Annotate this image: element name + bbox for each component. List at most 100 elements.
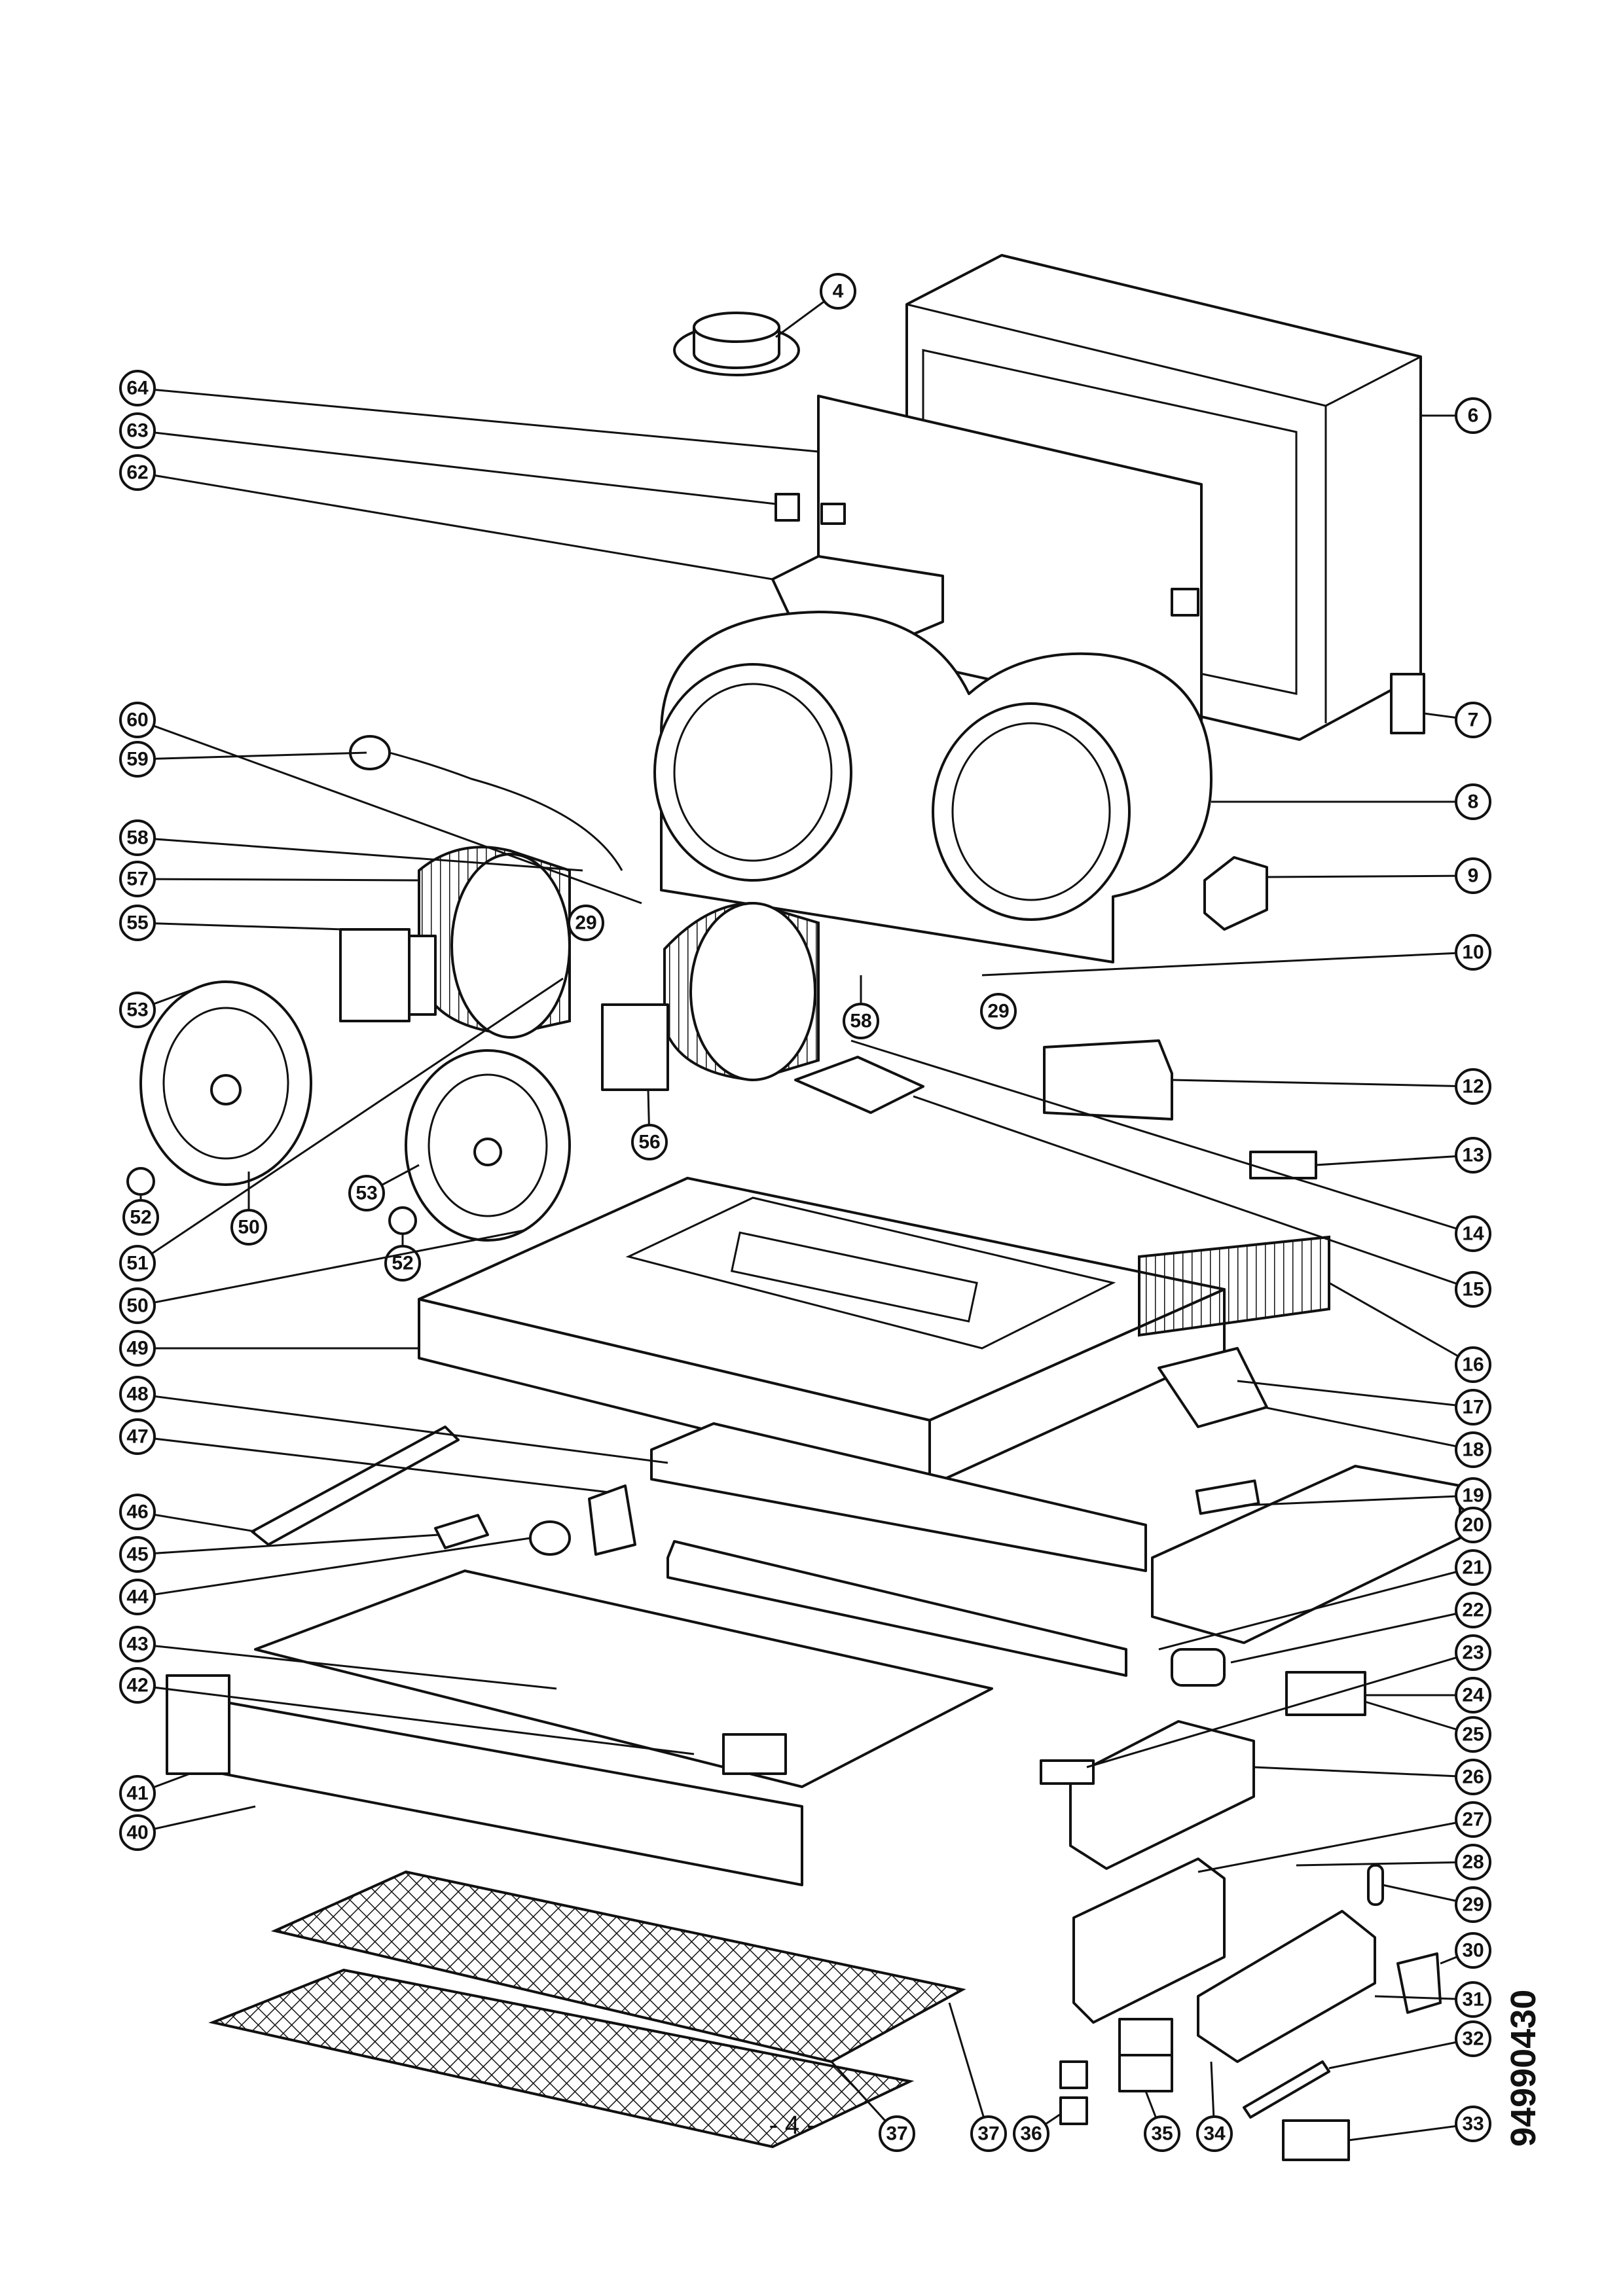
callout-label: 36 bbox=[1020, 2123, 1042, 2145]
callout-circle bbox=[119, 1494, 156, 1530]
part-plug bbox=[1285, 1671, 1366, 1716]
callout-leader-line bbox=[1197, 1818, 1474, 1873]
callout-label: 6 bbox=[1468, 405, 1479, 427]
callout-59: 59 bbox=[119, 741, 367, 778]
part-left-fan-assembly bbox=[339, 846, 571, 1039]
callout-label: 9 bbox=[1468, 865, 1479, 887]
callout-circle bbox=[119, 454, 156, 491]
callout-label: 18 bbox=[1462, 1439, 1484, 1461]
callout-leader-line bbox=[913, 1095, 1474, 1291]
callout-circle bbox=[119, 702, 156, 738]
callout-44: 44 bbox=[119, 1537, 531, 1615]
callout-48: 48 bbox=[119, 1376, 668, 1464]
callout-label: 37 bbox=[886, 2123, 907, 2145]
callout-circle bbox=[1455, 1389, 1491, 1426]
part-control-bracket bbox=[1069, 1720, 1255, 1870]
callout-leader-line bbox=[1263, 1406, 1474, 1451]
callout-leader-line bbox=[137, 878, 420, 882]
callout-circle bbox=[1455, 1137, 1491, 1174]
callout-label: 44 bbox=[126, 1587, 149, 1608]
callout-label: 45 bbox=[126, 1544, 148, 1566]
callout-7: 7 bbox=[1423, 702, 1491, 738]
part-power-cord bbox=[363, 745, 623, 871]
callout-circle bbox=[568, 905, 604, 941]
callout-40: 40 bbox=[119, 1805, 256, 1851]
callout-circle bbox=[119, 741, 156, 778]
callout-circle bbox=[122, 1199, 159, 1236]
callout-label: 28 bbox=[1462, 1852, 1484, 1873]
callout-circle bbox=[1455, 1592, 1491, 1628]
callout-52: 52 bbox=[122, 1194, 159, 1236]
callout-51: 51 bbox=[119, 977, 564, 1282]
callout-52: 52 bbox=[384, 1234, 421, 1282]
callout-31: 31 bbox=[1374, 1981, 1491, 2018]
callout-label: 53 bbox=[126, 999, 148, 1021]
callout-label: 30 bbox=[1462, 1940, 1484, 1962]
callout-circle bbox=[1455, 1346, 1491, 1383]
callout-circle bbox=[631, 1124, 668, 1160]
part-switch-housing bbox=[1197, 1910, 1376, 2063]
page-number: - 4 - bbox=[769, 2111, 815, 2140]
part-ring-2 bbox=[388, 1206, 417, 1235]
callout-label: 42 bbox=[126, 1675, 148, 1696]
callout-37: 37 bbox=[830, 2060, 915, 2152]
callout-leader-line bbox=[137, 471, 773, 581]
callout-label: 56 bbox=[638, 1132, 660, 1153]
part-switch-a bbox=[1118, 2018, 1173, 2056]
callout-label: 26 bbox=[1462, 1767, 1484, 1788]
callout-41: 41 bbox=[119, 1772, 191, 1812]
callout-circle bbox=[1455, 1215, 1491, 1252]
callout-circle bbox=[1455, 1634, 1491, 1671]
callout-circle bbox=[119, 819, 156, 856]
callout-10: 10 bbox=[981, 934, 1491, 977]
callout-label: 59 bbox=[126, 749, 148, 770]
callout-circle bbox=[1455, 2106, 1491, 2142]
callout-leader-line bbox=[1348, 2123, 1474, 2142]
callout-34: 34 bbox=[1196, 2061, 1233, 2152]
callout-circle bbox=[119, 1626, 156, 1662]
callout-leader-line bbox=[1171, 1079, 1474, 1088]
part-switch-plate bbox=[1390, 673, 1425, 734]
callout-33: 33 bbox=[1348, 2106, 1491, 2142]
callout-30: 30 bbox=[1440, 1932, 1491, 1969]
callout-circle bbox=[119, 1775, 156, 1812]
part-end-cap bbox=[1171, 1648, 1226, 1687]
callout-label: 17 bbox=[1462, 1397, 1484, 1418]
callout-leader-line bbox=[137, 922, 344, 931]
callout-label: 63 bbox=[126, 420, 148, 442]
part-side-panel bbox=[1138, 1235, 1330, 1337]
callout-circle bbox=[1196, 2115, 1233, 2152]
part-lamp bbox=[529, 1520, 571, 1556]
part-front-frame bbox=[650, 1422, 1147, 1572]
part-side-channel bbox=[1151, 1465, 1461, 1644]
callout-circle bbox=[119, 1330, 156, 1367]
callout-19: 19 bbox=[1243, 1477, 1491, 1514]
callout-label: 53 bbox=[356, 1183, 377, 1204]
part-switch-b bbox=[1118, 2054, 1173, 2092]
callout-leader-line bbox=[137, 836, 583, 872]
callout-label: 25 bbox=[1462, 1724, 1484, 1746]
callout-20: 20 bbox=[1455, 1507, 1491, 1543]
callout-label: 22 bbox=[1462, 1600, 1484, 1621]
callout-circle bbox=[119, 1536, 156, 1573]
callout-label: 27 bbox=[1462, 1809, 1484, 1831]
callout-15: 15 bbox=[913, 1095, 1491, 1308]
part-tab bbox=[1040, 1759, 1095, 1785]
callout-leader-line bbox=[1158, 1566, 1474, 1651]
callout-circle bbox=[820, 273, 856, 310]
callout-leader-line bbox=[1296, 1861, 1474, 1867]
callout-label: 60 bbox=[126, 709, 148, 731]
callout-circle bbox=[970, 2115, 1007, 2152]
callout-circle bbox=[1455, 702, 1491, 738]
part-spacer bbox=[1367, 1864, 1384, 1906]
callout-label: 23 bbox=[1462, 1642, 1484, 1664]
callout-leader-line bbox=[1315, 1154, 1474, 1166]
callout-leader-line bbox=[137, 751, 367, 761]
callout-58: 58 bbox=[843, 975, 879, 1039]
callout-label: 46 bbox=[126, 1501, 148, 1523]
callout-circle bbox=[119, 412, 156, 449]
callout-4: 4 bbox=[775, 273, 856, 338]
callout-23: 23 bbox=[1086, 1634, 1491, 1768]
callout-28: 28 bbox=[1296, 1844, 1491, 1880]
callout-circle bbox=[1455, 1677, 1491, 1713]
